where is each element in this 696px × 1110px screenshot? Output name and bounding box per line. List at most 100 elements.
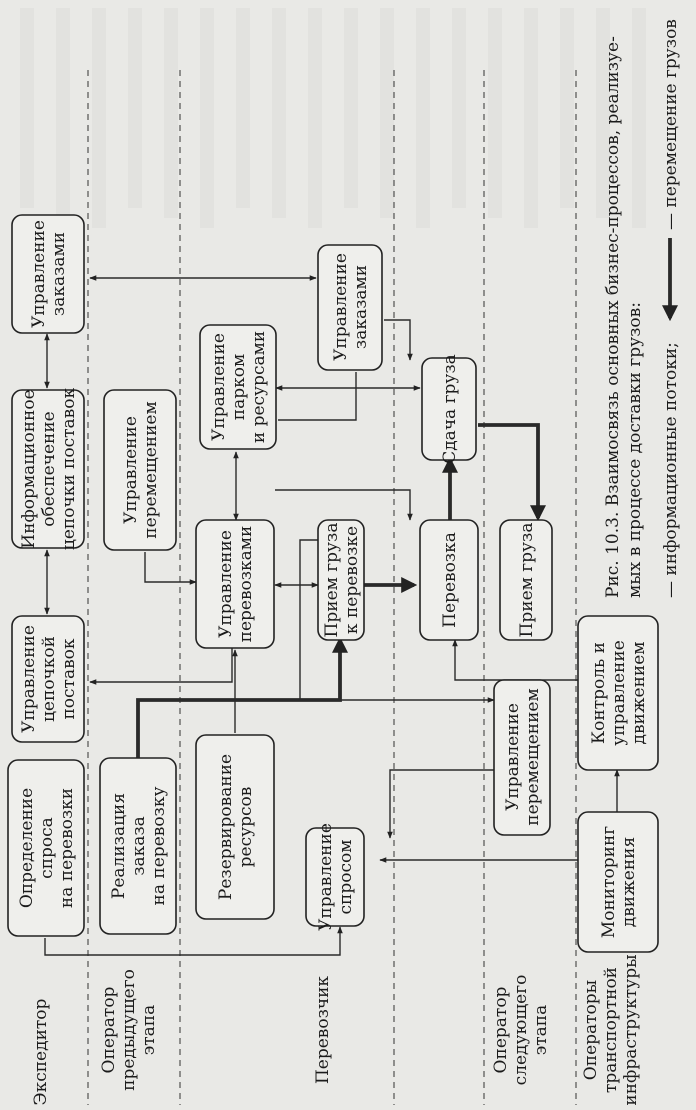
label-cargo-handover-line: Сдача груза <box>440 354 460 464</box>
bleed-stripe <box>632 8 646 228</box>
label-control-line: движением <box>629 641 649 744</box>
label-info-support-line: Информационное <box>19 389 39 548</box>
box-info-support <box>11 389 85 549</box>
label-order-realization-line: на перевозку <box>149 787 169 906</box>
label-demand-definition-line: спроса <box>37 817 57 879</box>
label-info-support-line: обеспечение <box>39 411 59 526</box>
box-cargo-accept <box>317 519 365 641</box>
bleed-stripe <box>308 8 322 228</box>
bleed-stripe <box>596 8 610 218</box>
label-chain-management-line: цепочкой <box>39 636 59 722</box>
label-fleet-line: парком <box>229 354 249 420</box>
caption-line3b: — перемещение грузов <box>661 19 681 230</box>
lane-separators <box>87 70 577 1105</box>
link-control-transport <box>452 639 578 681</box>
box-resource-reserve <box>195 734 275 920</box>
lane-prev-operator-line: предыдущего <box>119 969 139 1091</box>
label-cargo-accept-line: к перевозке <box>342 526 362 634</box>
label-order-realization-line: Реализация <box>109 793 129 899</box>
lane-prev-operator-line: этапа <box>139 1005 159 1056</box>
bleed-stripe <box>20 8 34 208</box>
label-control-line: управление <box>609 640 629 746</box>
label-movement-right-line: перемещением <box>523 688 543 825</box>
label-demand-definition-line: на перевозки <box>57 788 77 908</box>
lane-expeditor-text: Экспедитор <box>31 998 51 1105</box>
bleed-stripe <box>380 8 394 218</box>
label-resource-reserve-line: ресурсов <box>236 787 256 868</box>
link-accept-move <box>299 539 495 703</box>
box-cargo-receive <box>499 519 553 641</box>
bleed-stripe <box>128 8 142 208</box>
box-transport-mgmt <box>195 519 275 649</box>
lane-infra-operators-line: инфраструктуры <box>621 954 641 1105</box>
label-fleet-line: и ресурсами <box>249 331 269 443</box>
box-monitoring <box>577 811 659 953</box>
box-chain-management <box>11 615 85 743</box>
bleed-stripe <box>344 8 358 208</box>
label-chain-management-line: поставок <box>59 638 79 719</box>
bleed-stripe <box>524 8 538 228</box>
box-movement-left <box>103 389 177 551</box>
label-demand-mgmt-line: Управление <box>316 823 336 931</box>
lane-prev-operator-line: Оператор <box>99 986 119 1073</box>
bleed-stripe <box>236 8 250 208</box>
label-order-realization-line: заказа <box>129 816 149 876</box>
label-transport-line: Перевозка <box>440 532 460 628</box>
bleed-stripe <box>92 8 106 228</box>
label-cargo-handover-text: Сдача груза <box>440 354 460 464</box>
bleed-stripe <box>560 8 574 208</box>
bleed-stripe <box>488 8 502 218</box>
link-transport-right <box>275 489 413 521</box>
background-bleed-text <box>20 8 646 228</box>
bleed-stripe <box>164 8 178 218</box>
lane-carrier-text: Перевозчик <box>313 976 333 1084</box>
label-demand-definition-line: Определение <box>17 788 37 908</box>
lane-carrier-line: Перевозчик <box>313 976 333 1084</box>
bleed-stripe <box>56 8 70 218</box>
link-movement-transport <box>144 552 197 585</box>
box-order-realization <box>99 757 177 935</box>
box-demand-definition <box>7 759 85 937</box>
label-cargo-accept-line: Прием груза <box>322 523 342 638</box>
link-orders-handover <box>384 319 413 361</box>
link-movement-demand <box>387 769 494 839</box>
box-demand-mgmt <box>305 827 365 927</box>
label-transport-text: Перевозка <box>440 532 460 628</box>
lane-next-operator-line: Оператор <box>491 986 511 1073</box>
label-orders-left-line: заказами <box>49 232 69 316</box>
caption-line2: мых в процессе доставки грузов: <box>625 302 645 598</box>
label-movement-right-line: Управление <box>503 703 523 811</box>
label-transport-mgmt-line: перевозками <box>236 526 256 643</box>
label-orders-mid-line: Управление <box>331 253 351 361</box>
lane-expeditor-line: Экспедитор <box>31 998 51 1105</box>
caption: Рис. 10.3. Взаимосвязь основных бизнес-п… <box>603 19 681 598</box>
label-orders-mid-line: заказами <box>351 265 371 349</box>
lane-infra-operators-line: Операторы <box>581 980 601 1080</box>
label-transport-mgmt-line: Управление <box>216 530 236 638</box>
label-fleet-line: Управление <box>209 333 229 441</box>
label-demand-mgmt-line: спросом <box>336 840 356 915</box>
bleed-stripe <box>200 8 214 228</box>
label-chain-management-line: Управление <box>19 625 39 733</box>
box-movement-right <box>493 679 551 836</box>
caption-line1: Рис. 10.3. Взаимосвязь основных бизнес-п… <box>603 36 623 598</box>
